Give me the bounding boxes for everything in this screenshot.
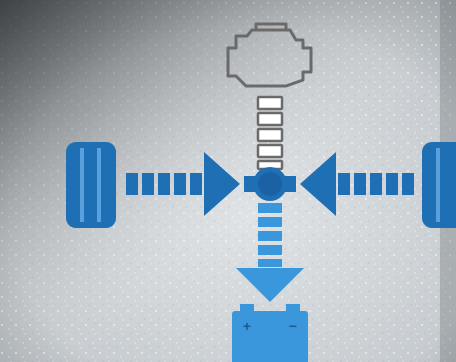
battery-minus-symbol: − — [289, 318, 297, 334]
engine-flow — [258, 97, 282, 169]
wheel-icon-left — [66, 142, 116, 228]
battery-plus-symbol: + — [243, 318, 251, 334]
battery-icon: + − — [232, 304, 308, 362]
wheel-icon-right — [422, 142, 456, 228]
